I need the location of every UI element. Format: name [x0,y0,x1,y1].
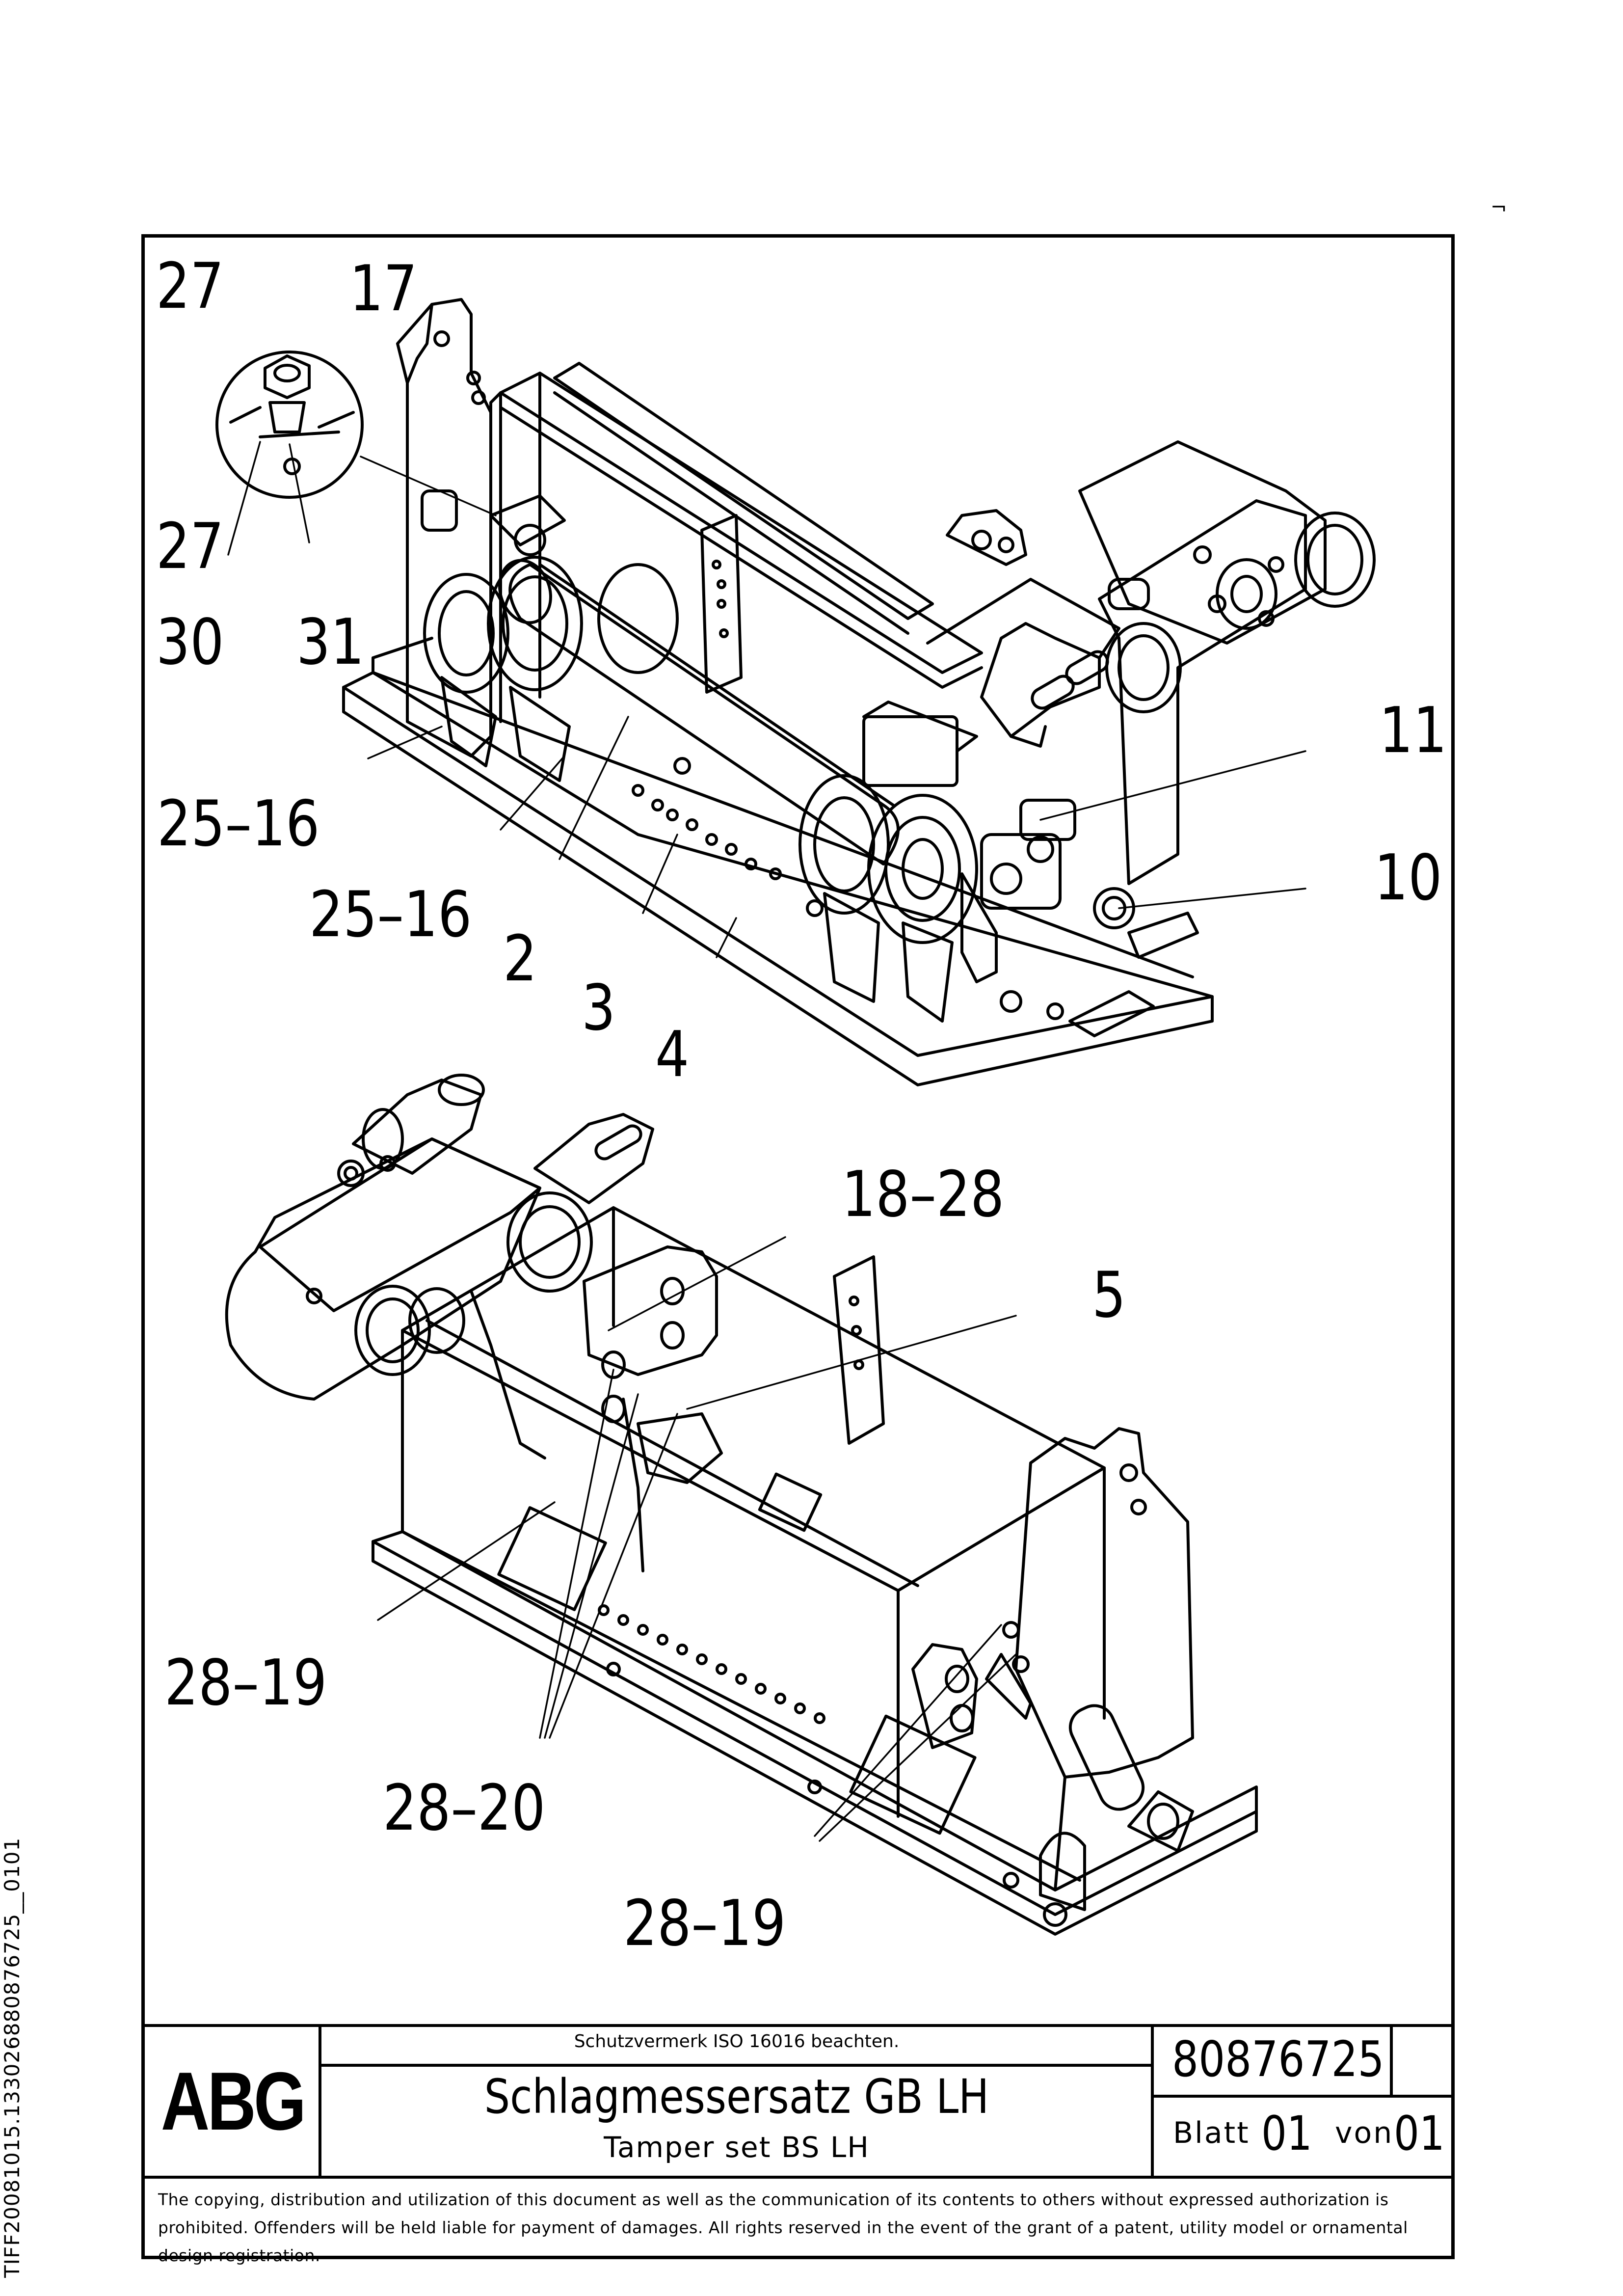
callout-4: 4 [655,1018,690,1091]
callout-25-16-left: 25–16 [157,787,320,861]
sheet-total: 01 [1394,2106,1445,2161]
of-label: von [1335,2116,1394,2150]
callout-25-16-right: 25–16 [309,878,472,951]
abg-logo: ABG [160,2054,306,2147]
document-number: 80876725 [1172,2030,1384,2088]
title-block-lines [141,2024,1454,2179]
sheet-number: 01 [1261,2106,1312,2161]
copyright-notice: The copying, distribution and utilizatio… [158,2190,1408,2265]
top-assembly-illustration [342,298,1376,1086]
callout-27-lower: 27 [156,510,224,583]
drawing-subtitle: Tamper set BS LH [604,2131,870,2164]
side-file-identifier: TIFF20081015.133026880876725__0101 [0,1837,24,2278]
callout-27-upper: 27 [156,250,224,323]
drawing-sheet-border [141,234,1455,2259]
sheet-label: Blatt [1173,2116,1250,2150]
detail-circle-view [215,351,364,499]
callout-5: 5 [1092,1259,1126,1332]
callout-18-28: 18–28 [842,1158,1005,1231]
corner-mark: ¬ [1490,196,1507,219]
callout-10: 10 [1374,841,1442,915]
drawing-title: Schlagmessersatz GB LH [484,2069,989,2124]
callout-30: 30 [156,606,224,679]
protection-note: Schutzvermerk ISO 16016 beachten. [574,2031,900,2052]
leader-lines [227,441,1306,1842]
callout-2: 2 [503,922,537,996]
callout-17: 17 [349,252,418,325]
callout-11: 11 [1379,694,1447,767]
callout-28-20: 28–20 [383,1772,546,1845]
callout-3: 3 [582,972,616,1045]
callout-28-19-right: 28–19 [623,1887,786,1960]
callout-28-19-left: 28–19 [164,1647,327,1720]
bottom-assembly-illustration [225,1074,1258,1936]
callout-31: 31 [296,606,365,679]
